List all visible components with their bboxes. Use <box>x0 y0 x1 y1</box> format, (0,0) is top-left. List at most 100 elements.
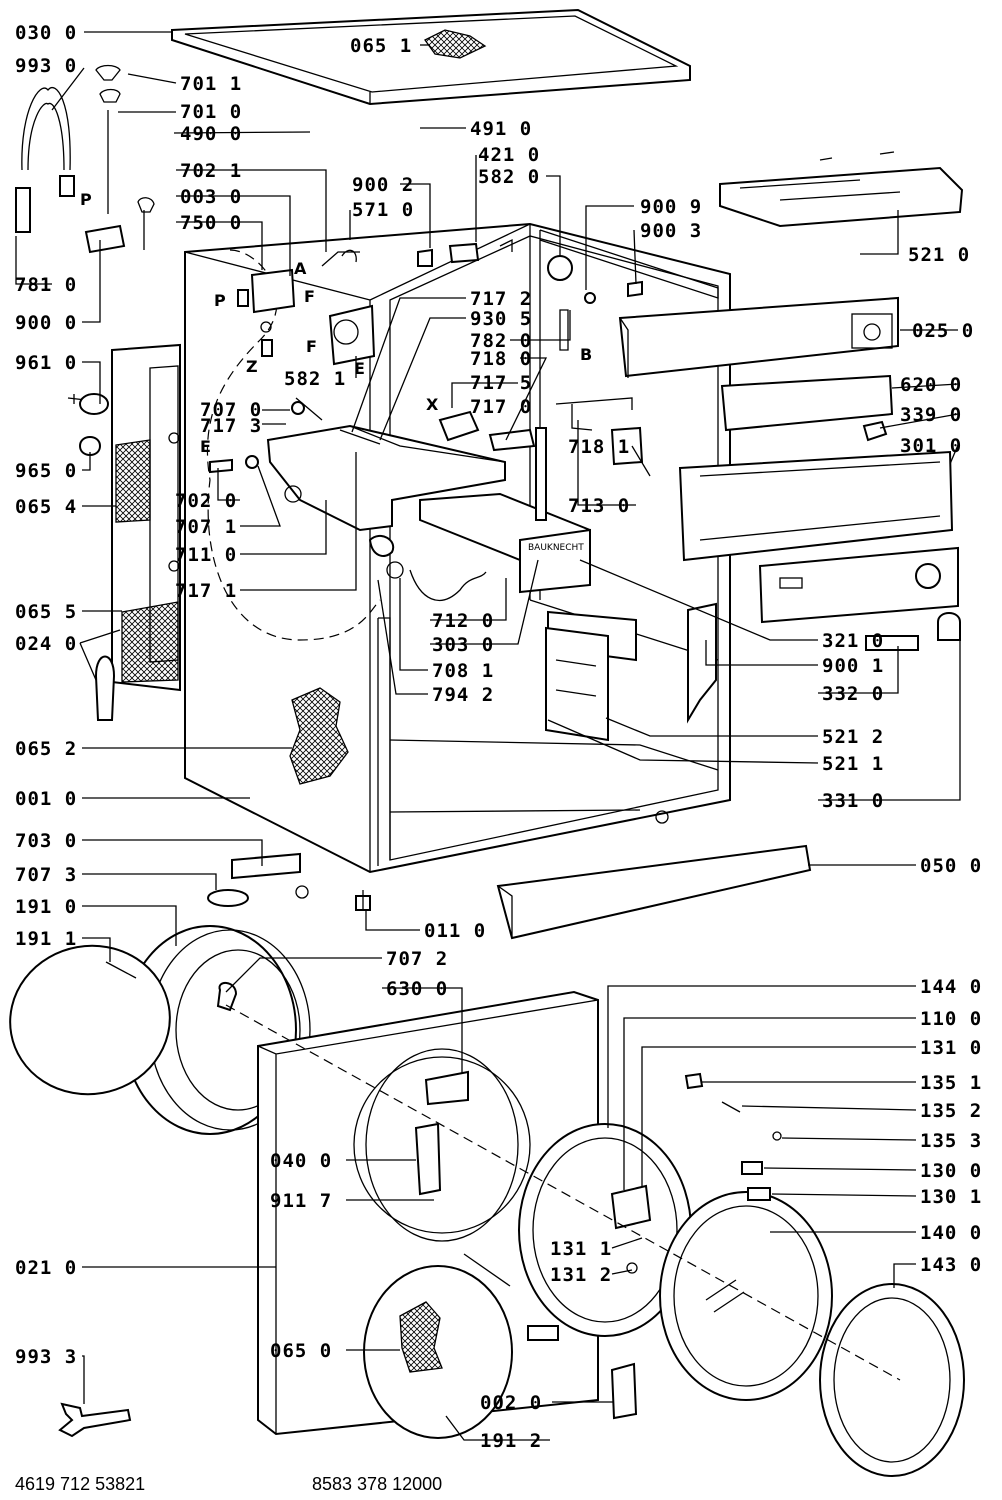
kick-plate <box>496 844 812 940</box>
callout-label: 521 1 <box>822 753 884 775</box>
callout-label: 713 0 <box>568 495 630 517</box>
svg-text:BAUKNECHT: BAUKNECHT <box>528 543 584 553</box>
callout-label: 718 1 <box>568 436 630 458</box>
callout-label: 024 0 <box>15 633 77 655</box>
control-panel-parts <box>555 151 964 651</box>
callout-label: 782 0 <box>470 330 532 352</box>
inlet-hose <box>15 64 155 456</box>
callout-label: 130 0 <box>920 1160 982 1182</box>
callout-label: 131 1 <box>550 1238 612 1260</box>
leader-lines <box>15 31 961 1441</box>
callout-label: 900 2 <box>352 174 414 196</box>
callout-label: 303 0 <box>432 634 494 656</box>
callout-label: 301 0 <box>900 435 962 457</box>
callout-label: 571 0 <box>352 199 414 221</box>
callout-label: 040 0 <box>270 1150 332 1172</box>
callout-label: 521 0 <box>908 244 970 266</box>
marker-letter: E <box>200 437 211 456</box>
callout-label: 065 4 <box>15 496 77 518</box>
callout-label: 707 2 <box>386 948 448 970</box>
callout-label: 331 0 <box>822 790 884 812</box>
callout-label: 993 0 <box>15 55 77 77</box>
callout-labels: 030 0 993 0 701 1 701 0 490 0 491 0 702 … <box>15 22 982 1452</box>
callout-label: 708 1 <box>432 660 494 682</box>
callout-label: 140 0 <box>920 1222 982 1244</box>
marker-letter: E <box>354 359 365 378</box>
top-cover <box>171 8 691 106</box>
callout-label: 900 1 <box>822 655 884 677</box>
callout-label: 191 2 <box>480 1430 542 1452</box>
callout-label: 065 0 <box>270 1340 332 1362</box>
callout-label: 191 0 <box>15 896 77 918</box>
callout-label: 144 0 <box>920 976 982 998</box>
tub-front <box>9 925 311 1135</box>
marker-letter: P <box>80 190 92 209</box>
callout-label: 718 0 <box>470 348 532 370</box>
callout-label: 707 0 <box>200 399 262 421</box>
callout-label: 332 0 <box>822 683 884 705</box>
callout-label: 900 9 <box>640 196 702 218</box>
callout-label: 011 0 <box>424 920 486 942</box>
callout-label: 711 0 <box>175 544 237 566</box>
document-number-left: 4619 712 53821 <box>15 1474 145 1494</box>
callout-label: 702 0 <box>175 490 237 512</box>
document-number-center: 8583 378 12000 <box>312 1474 442 1494</box>
callout-label: 703 0 <box>15 830 77 852</box>
callout-label: 321 0 <box>822 630 884 652</box>
dispenser-assembly: BAUKNECHT <box>209 397 591 601</box>
callout-label: 050 0 <box>920 855 982 877</box>
callout-label: 701 0 <box>180 101 242 123</box>
callout-label: 900 0 <box>15 312 77 334</box>
callout-label: 025 0 <box>912 320 974 342</box>
callout-label: 717 3 <box>200 415 262 437</box>
callout-label: 707 3 <box>15 864 77 886</box>
callout-label: 702 1 <box>180 160 242 182</box>
callout-label: 135 3 <box>920 1130 982 1152</box>
callout-label: 750 0 <box>180 212 242 234</box>
marker-letter: Z <box>246 357 258 376</box>
callout-label: 717 2 <box>470 288 532 310</box>
callout-label: 911 7 <box>270 1190 332 1212</box>
callout-label: 491 0 <box>470 118 532 140</box>
callout-label: 717 1 <box>175 580 237 602</box>
callout-label: 110 0 <box>920 1008 982 1030</box>
callout-label: 135 1 <box>920 1072 982 1094</box>
door-ring <box>518 1123 692 1337</box>
spanner-tool <box>58 1402 132 1438</box>
callout-label: 065 2 <box>15 738 77 760</box>
callout-label: 961 0 <box>15 352 77 374</box>
callout-label: 003 0 <box>180 186 242 208</box>
callout-label: 712 0 <box>432 610 494 632</box>
callout-label: 421 0 <box>478 144 540 166</box>
water-inlet-parts <box>237 238 643 366</box>
callout-label: 717 5 <box>470 372 532 394</box>
callout-label: 930 5 <box>470 308 532 330</box>
callout-label: 717 0 <box>470 396 532 418</box>
hinge-small-parts <box>610 1072 782 1420</box>
reference-markers: A F P Z E F X E B P <box>80 190 592 456</box>
callout-label: 701 1 <box>180 73 242 95</box>
callout-label: 131 2 <box>550 1264 612 1286</box>
callout-label: 521 2 <box>822 726 884 748</box>
front-panel <box>257 990 599 1439</box>
bracket-and-pump <box>535 427 717 742</box>
callout-label: 021 0 <box>15 1257 77 1279</box>
door-outer-ring <box>819 1283 965 1477</box>
callout-label: 582 0 <box>478 166 540 188</box>
callout-label: 130 1 <box>920 1186 982 1208</box>
callout-label: 965 0 <box>15 460 77 482</box>
marker-letter: X <box>426 395 439 414</box>
callout-label: 131 0 <box>920 1037 982 1059</box>
callout-label: 900 3 <box>640 220 702 242</box>
callout-label: 002 0 <box>480 1392 542 1414</box>
feet <box>94 655 371 911</box>
marker-letter: B <box>580 345 592 364</box>
callout-label: 001 0 <box>15 788 77 810</box>
marker-letter: F <box>306 337 317 356</box>
callout-label: 781 0 <box>15 274 77 296</box>
callout-label: 191 1 <box>15 928 77 950</box>
callout-label: 630 0 <box>386 978 448 1000</box>
callout-label: 143 0 <box>920 1254 982 1276</box>
callout-label: 993 3 <box>15 1346 77 1368</box>
